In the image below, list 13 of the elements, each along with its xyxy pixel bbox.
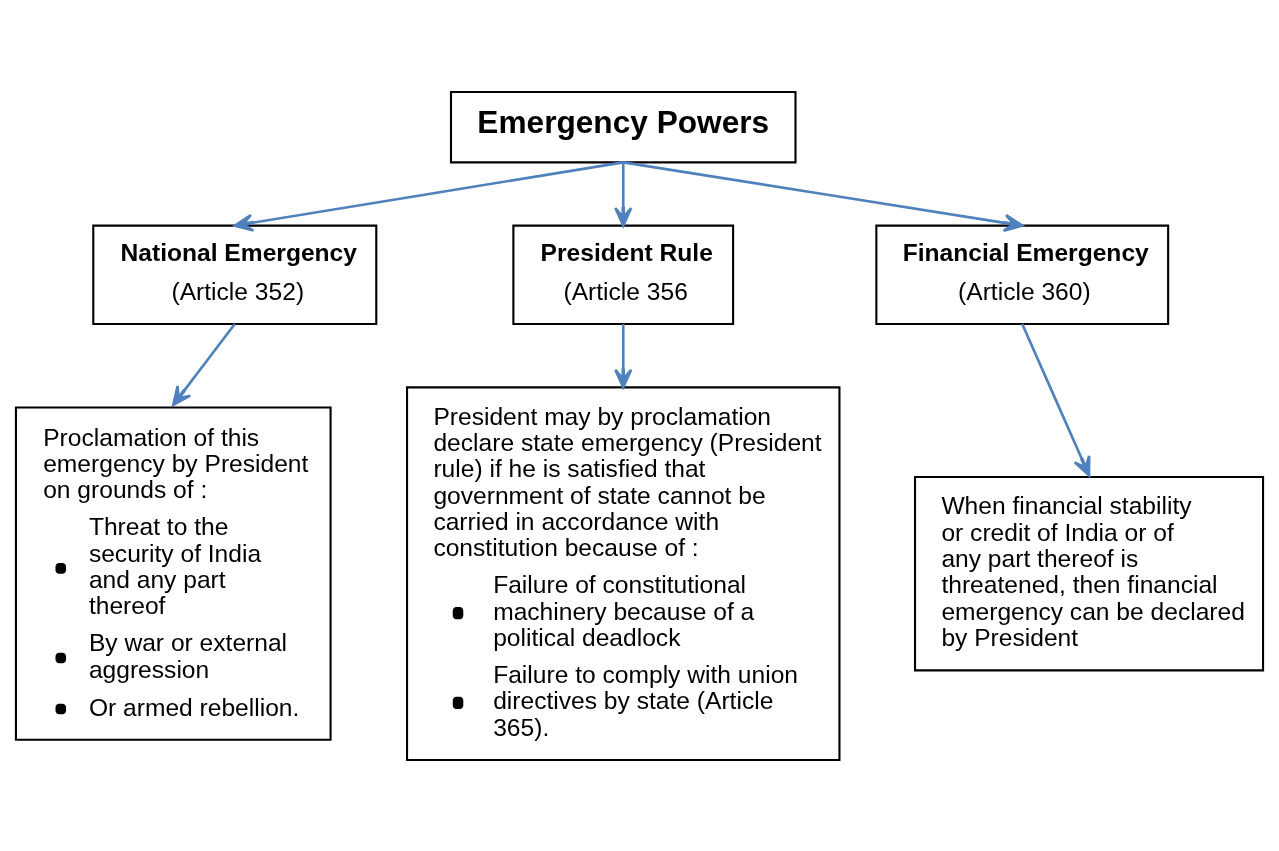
node-box: National Emergency (Article 352) [92, 224, 378, 325]
arrow [1021, 323, 1091, 477]
node-box: When financial stability or credit of India or of any part thereof is threatened, then financial emergency can be declared by President [913, 475, 1265, 671]
node-box: President may by proclamation declare state emergency (President rule) if he is satisfied that government of state cannot be carried in accordance with constitution because of : Failure of constitutional machinery because of a political deadlock Failure to comply with union directives by state (Article 365). [406, 385, 841, 761]
arrow [171, 322, 236, 406]
node-box: Financial Emergency (Article 360) [875, 224, 1170, 325]
arrow [614, 323, 633, 389]
arrow [233, 160, 624, 232]
node-box: President Rule (Article 356 [512, 224, 735, 325]
arrow [623, 160, 1024, 232]
node-box: Proclamation of this emergency by President on grounds of : Threat to the security of India and any part thereof By war or external aggression Or armed rebellion. [14, 406, 332, 741]
arrow [614, 161, 633, 227]
node-box: Emergency Powers [449, 90, 797, 163]
